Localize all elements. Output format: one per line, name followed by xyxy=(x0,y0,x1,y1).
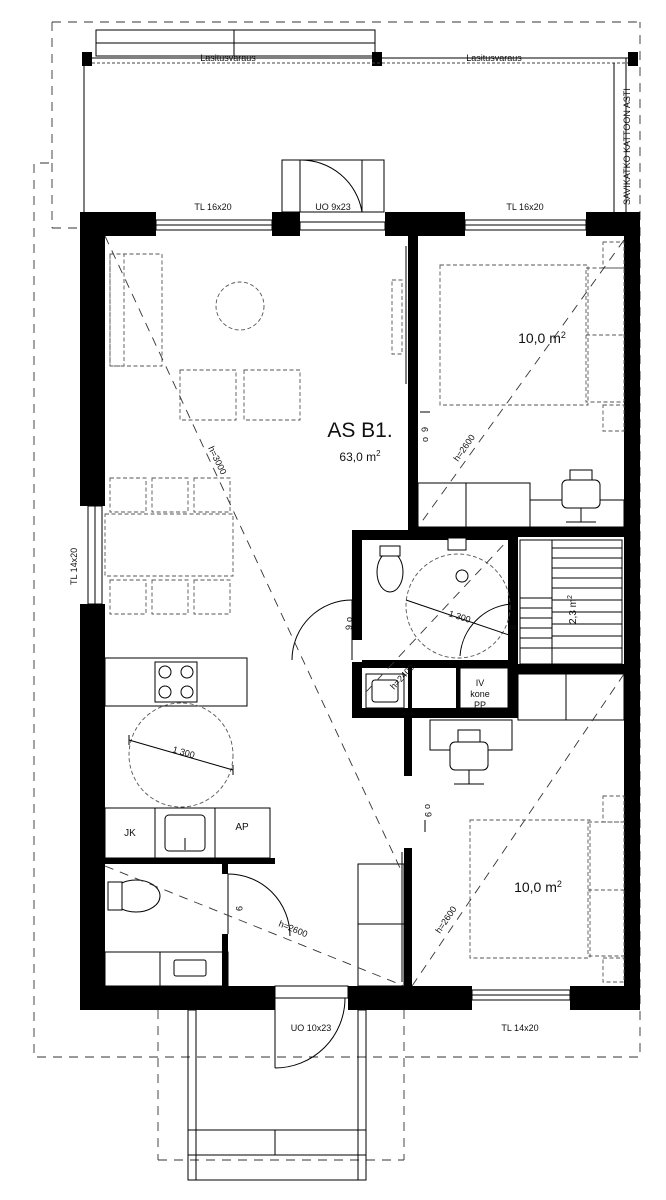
kitchen: JK AP 1 300 xyxy=(104,657,271,859)
apartment-code: AS B1. xyxy=(327,419,392,442)
bath-turning-circle-label: 1 300 xyxy=(447,608,472,624)
room-labels: AS B1. 63,0 m2 10,0 m2 10,0 m2 xyxy=(327,330,566,895)
sauna-area: 2,3 m2 xyxy=(567,595,579,624)
wc-door-label: 9 xyxy=(234,906,244,911)
sliding-door-labels: 9 o 9 o xyxy=(420,411,433,832)
balcony-door: UO 9x23 xyxy=(281,159,386,231)
bedroom-bottom-door-label: 9 xyxy=(423,812,433,817)
window-label-top-left: TL 16x20 xyxy=(194,202,231,212)
glazing-label-left: Lasitusvaraus xyxy=(200,53,256,63)
bedroom-bottom-door-label-o: o xyxy=(423,804,433,809)
door-label-entrance: UO 10x23 xyxy=(291,1023,332,1033)
bedroom-top-area: 10,0 m2 xyxy=(518,330,566,346)
dishwasher-label: AP xyxy=(235,822,249,833)
window-label-bottom-right: TL 14x20 xyxy=(501,1023,538,1033)
interior-walls xyxy=(105,236,624,986)
sliding-doors xyxy=(401,246,412,982)
living-door-label: 9 xyxy=(344,625,354,630)
height-bedroom-top: h=2600 xyxy=(451,433,477,464)
bedroom-bottom-furniture xyxy=(429,673,625,983)
living-furniture xyxy=(104,253,403,615)
apartment-area: 63,0 m2 xyxy=(339,449,381,464)
exterior-walls xyxy=(80,212,640,1010)
iv-label-2: kone xyxy=(470,689,490,699)
bathroom: IV kone PP 1 300 8 xyxy=(365,537,518,710)
window-label-top-right: TL 16x20 xyxy=(506,202,543,212)
windows: TL 16x20 TL 16x20 TL 14x20 TL 14x20 xyxy=(69,202,587,1033)
height-hall: h=2600 xyxy=(277,919,309,940)
bedroom-bottom-area: 10,0 m2 xyxy=(514,879,562,895)
living-door-label-o: o xyxy=(344,617,354,622)
balcony: Lasitusvaraus Lasitusvaraus SAVIKATKO KA… xyxy=(82,29,638,212)
sauna: 2,3 m2 xyxy=(519,539,623,665)
door-label-balcony: UO 9x23 xyxy=(315,202,351,212)
room-diagonals xyxy=(104,235,625,987)
living-door: 9 o xyxy=(291,599,354,661)
iv-label-1: IV xyxy=(476,678,485,688)
kitchen-turning-circle-label: 1 300 xyxy=(171,744,195,760)
fridge-label: JK xyxy=(124,828,136,839)
bedroom-top-furniture xyxy=(417,241,625,528)
iv-label-3: PP xyxy=(474,700,486,710)
entrance-porch: UO 10x23 xyxy=(157,985,405,1181)
height-bedroom-bottom: h=2600 xyxy=(433,904,458,935)
glazing-label-right: Lasitusvaraus xyxy=(466,53,522,63)
window-label-left: TL 14x20 xyxy=(69,548,79,585)
wc: 9 xyxy=(104,873,291,987)
bedroom-top-door-label-o: o xyxy=(420,437,430,442)
bedroom-top-door-label: 9 xyxy=(420,427,430,432)
roof-note: SAVIKATKO KATTOON ASTI xyxy=(622,88,632,205)
hall xyxy=(357,863,405,987)
sauna-door-label: 8 xyxy=(508,625,518,630)
